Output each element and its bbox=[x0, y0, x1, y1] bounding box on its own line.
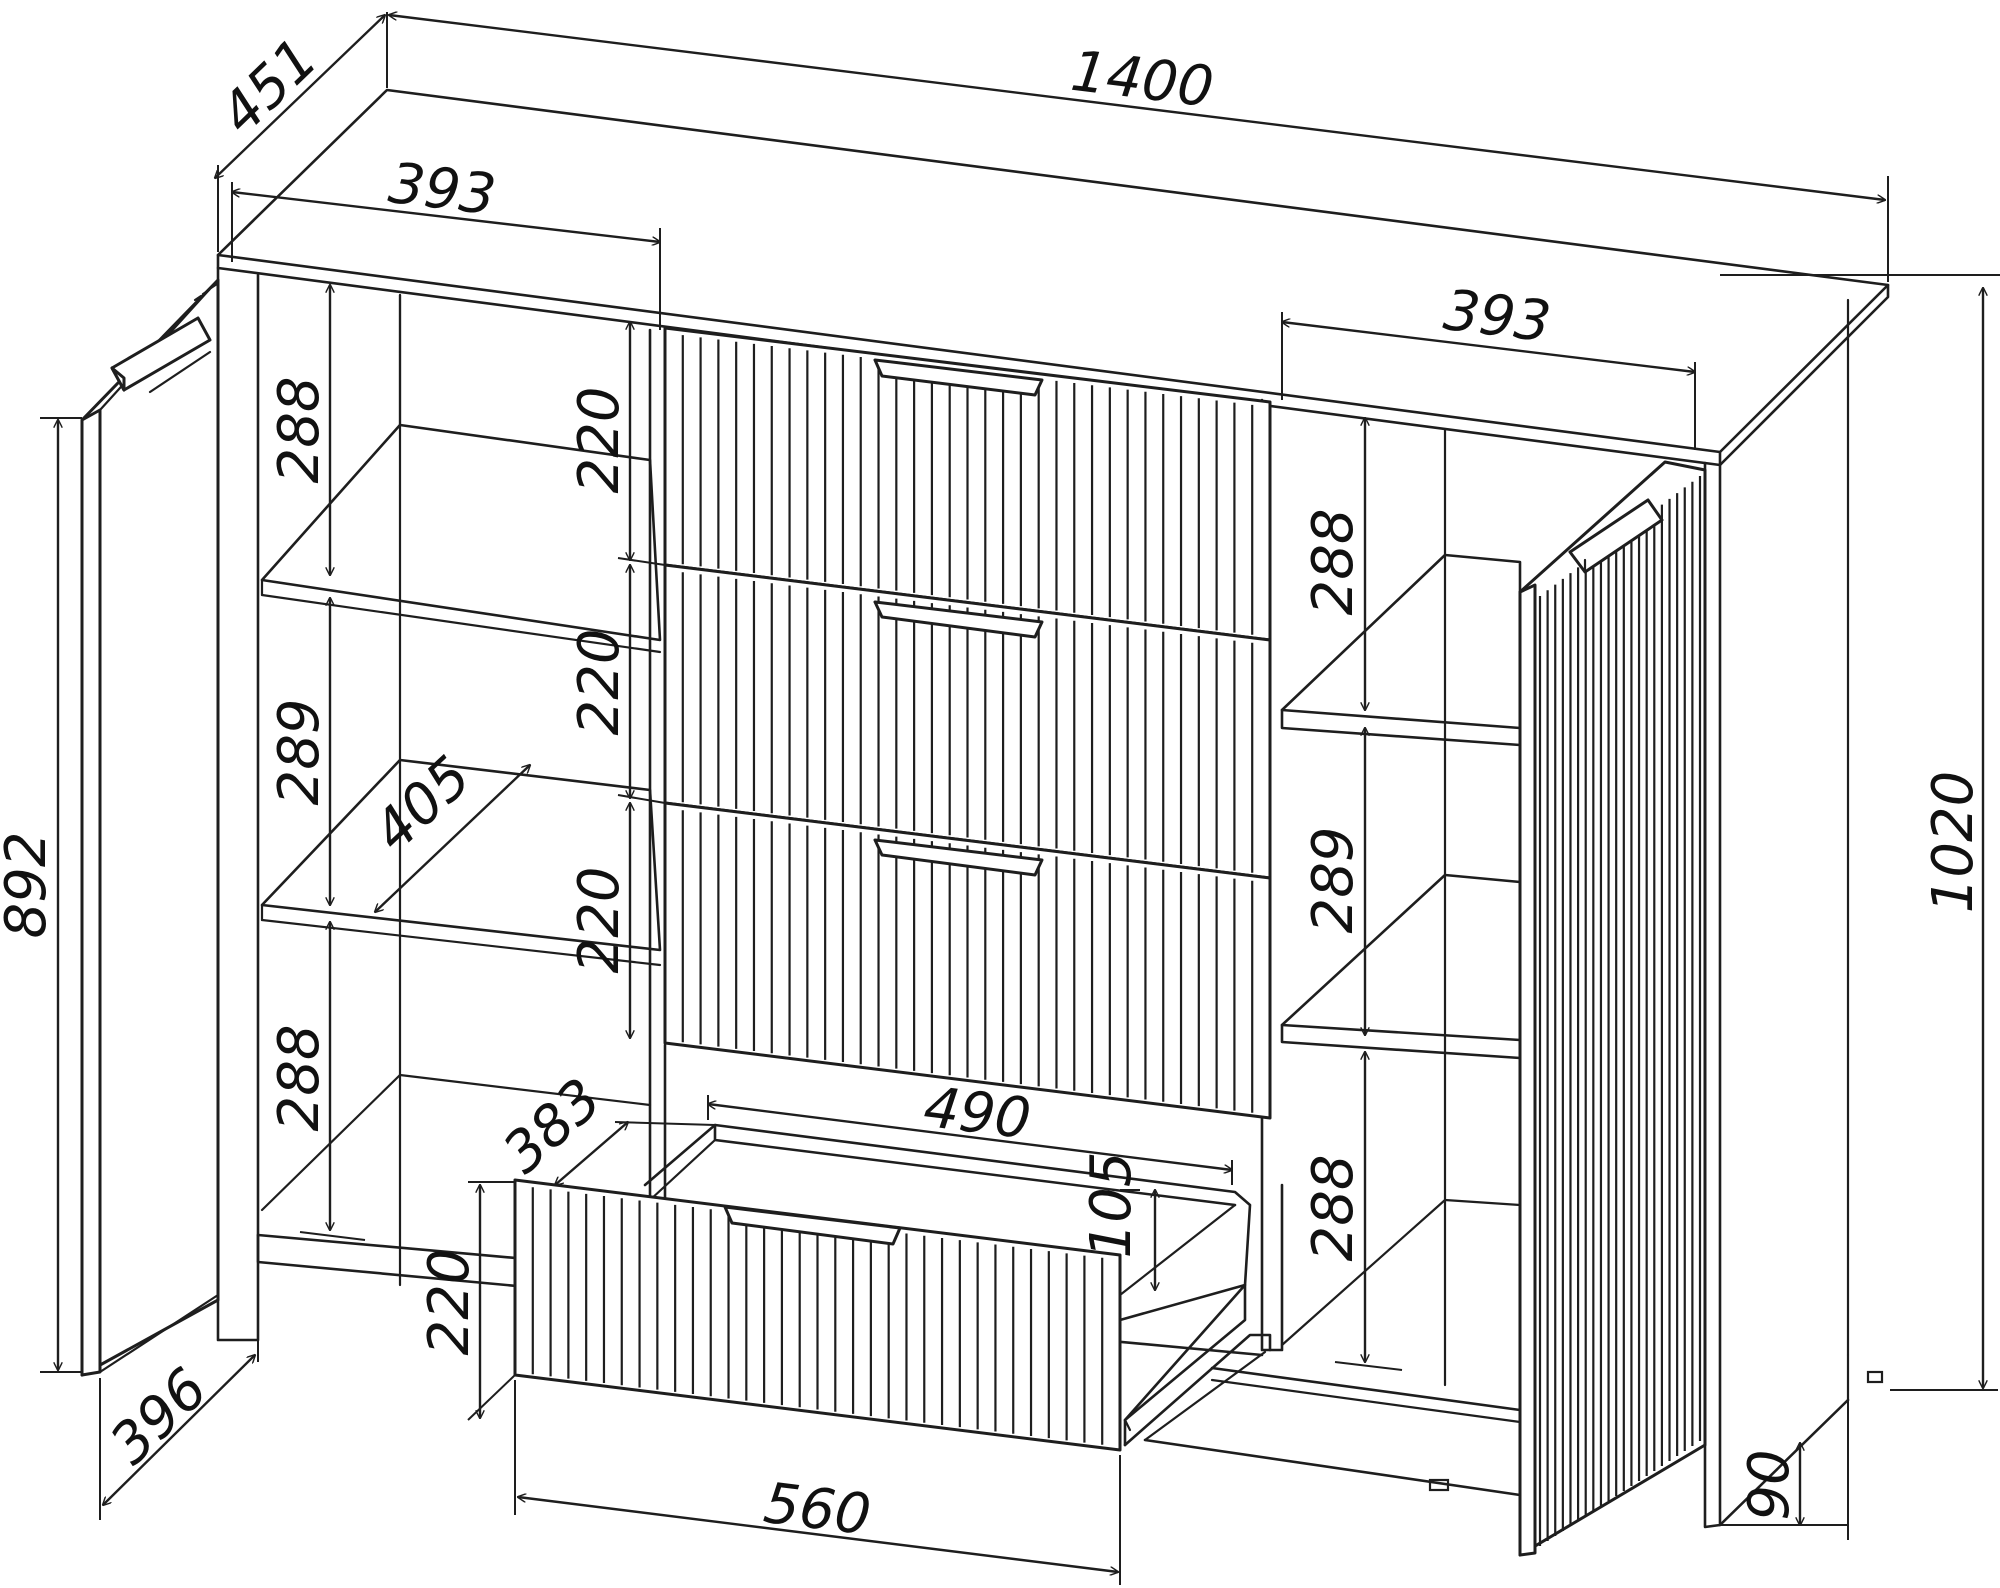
left-door-handle-icon bbox=[110, 316, 212, 394]
dim-total-width: 1400 bbox=[1068, 39, 1217, 121]
dim-right-shelf-mid: 289 bbox=[1301, 827, 1366, 934]
dim-drawer-1-height: 220 bbox=[567, 387, 632, 494]
drawer-3-handle-icon bbox=[873, 838, 1044, 877]
dim-left-section-width: 393 bbox=[385, 151, 499, 229]
dim-left-shelf-mid: 289 bbox=[267, 699, 332, 806]
left-door bbox=[80, 278, 220, 1377]
dim-total-height: 1020 bbox=[1921, 771, 1986, 914]
dim-drawer-4-height: 220 bbox=[417, 1249, 482, 1356]
dim-shelf-depth: 405 bbox=[361, 744, 484, 864]
drawer-3 bbox=[663, 801, 1272, 1120]
right-door bbox=[1518, 460, 1707, 1557]
drawer-fronts bbox=[663, 326, 1272, 1120]
drawer-1 bbox=[663, 326, 1272, 642]
right-door-grooves bbox=[1538, 476, 1702, 1546]
dim-right-section-width: 393 bbox=[1440, 278, 1554, 356]
dim-door-width: 396 bbox=[98, 1356, 220, 1477]
dim-drawer-3-height: 220 bbox=[567, 867, 632, 974]
dim-right-shelf-top: 288 bbox=[1301, 509, 1366, 616]
open-drawer bbox=[513, 1123, 1272, 1452]
drawer-1-handle-icon bbox=[873, 358, 1044, 397]
dim-drawer-inner-width: 490 bbox=[920, 1075, 1034, 1153]
drawer-2 bbox=[663, 563, 1272, 880]
dim-depth: 451 bbox=[208, 26, 330, 147]
dim-drawer-2-height: 220 bbox=[567, 629, 632, 736]
dim-door-height: 892 bbox=[0, 832, 59, 939]
dimension-lines bbox=[40, 12, 2000, 1585]
dim-right-shelf-bottom: 288 bbox=[1301, 1155, 1366, 1262]
dim-drawer-inner-depth: 383 bbox=[491, 1066, 614, 1186]
drawer-2-handle-icon bbox=[873, 600, 1044, 639]
dim-left-shelf-bottom: 288 bbox=[267, 1025, 332, 1132]
dim-drawer-front-width: 560 bbox=[760, 1471, 874, 1549]
open-drawer-handle-icon bbox=[723, 1205, 902, 1246]
dim-leg-height: 90 bbox=[1737, 1449, 1802, 1520]
right-door-handle-icon bbox=[1568, 498, 1664, 574]
dim-drawer-side-height: 105 bbox=[1079, 1152, 1144, 1259]
dim-left-shelf-top: 288 bbox=[267, 377, 332, 484]
